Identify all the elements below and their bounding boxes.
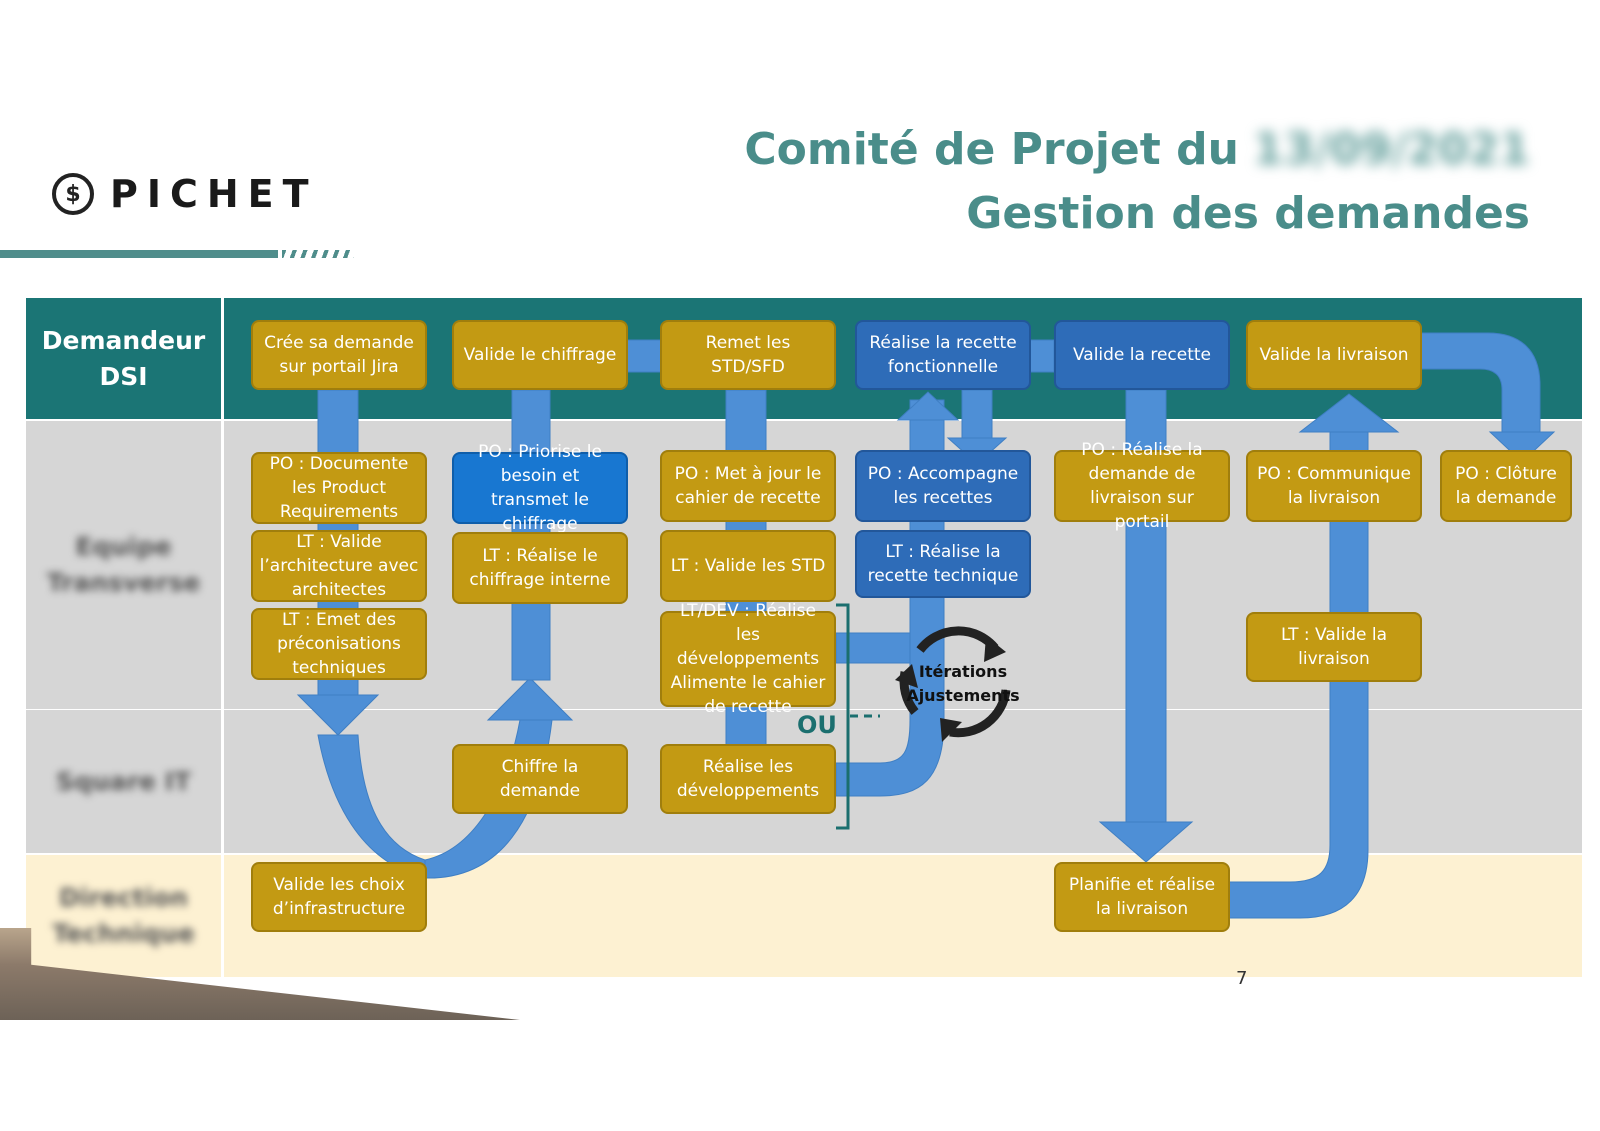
- box-cree-demande: Crée sa demande sur portail Jira: [251, 320, 427, 390]
- lane-label-demandeur: Demandeur DSI: [41, 325, 206, 391]
- box-realise-recette-fonctionnelle: Réalise la recette fonctionnelle: [855, 320, 1031, 390]
- box-valide-livraison: Valide la livraison: [1246, 320, 1422, 390]
- box-po-demande-livraison: PO : Réalise la demande de livraison sur…: [1054, 440, 1230, 532]
- box-po-cahier-recette: PO : Met à jour le cahier de recette: [660, 450, 836, 522]
- lane-label-square: Square IT: [56, 766, 191, 796]
- box-remet-std: Remet les STD/SFD: [660, 320, 836, 390]
- box-ltdev-developpements: LT/DEV : Réalise les développements Alim…: [660, 601, 836, 717]
- lane-separator: [221, 298, 224, 419]
- arrow-bend: [1227, 429, 1369, 919]
- box-realise-developpements: Réalise les développements: [660, 744, 836, 814]
- ou-label: OU: [797, 711, 837, 739]
- arrow-head-down: [296, 694, 380, 736]
- title-date-blurred: 13/09/2021: [1252, 124, 1530, 175]
- lane-label-direction: Direction Technique: [52, 883, 195, 948]
- ajustements-text: Ajustements: [906, 686, 1020, 705]
- logo-underline-dashes: [282, 250, 354, 258]
- lane-square-it: Square IT: [26, 710, 1582, 853]
- box-valide-choix-infra: Valide les choix d’infrastructure: [251, 862, 427, 932]
- arrow-bend: [1417, 332, 1541, 433]
- logo-text: PICHET: [110, 172, 318, 216]
- arrow-shaft: [961, 389, 993, 439]
- box-po-cloture: PO : Clôture la demande: [1440, 450, 1572, 522]
- picket-logo: $ PICHET: [52, 172, 318, 216]
- box-lt-valide-archi: LT : Valide l’architecture avec architec…: [251, 530, 427, 602]
- iterations-text: Itérations: [918, 662, 1008, 681]
- lane-separator: [221, 710, 224, 853]
- ou-bracket: [836, 603, 850, 830]
- title-line-1: Comité de Projet du: [744, 124, 1239, 175]
- box-po-accompagne: PO : Accompagne les recettes: [855, 450, 1031, 522]
- page-number: 7: [1236, 968, 1248, 989]
- box-lt-valide-std: LT : Valide les STD: [660, 530, 836, 602]
- arrow-head-down: [1098, 821, 1194, 863]
- box-valide-chiffrage: Valide le chiffrage: [452, 320, 628, 390]
- arrow-connector: [1029, 339, 1055, 373]
- box-po-priorise: PO : Priorise le besoin et transmet le c…: [452, 442, 628, 534]
- lane-separator: [221, 421, 224, 709]
- lane-label-equipe: Equipe Transverse: [46, 532, 201, 597]
- box-chiffre-demande: Chiffre la demande: [452, 744, 628, 814]
- arrow-head-up: [486, 677, 574, 721]
- box-lt-preconisations: LT : Emet des préconisations techniques: [251, 608, 427, 680]
- arrow-head-up: [896, 391, 960, 421]
- arrow-curve: [317, 734, 426, 879]
- logo-underline: [0, 250, 278, 258]
- lane-separator: [221, 855, 224, 977]
- box-po-communique: PO : Communique la livraison: [1246, 450, 1422, 522]
- iterations-label: Itérations Ajustements: [905, 660, 1021, 708]
- box-lt-recette-technique: LT : Réalise la recette technique: [855, 530, 1031, 598]
- arrow-head-up: [1298, 393, 1400, 433]
- box-lt-valide-livraison: LT : Valide la livraison: [1246, 612, 1422, 682]
- title-line-2: Gestion des demandes: [966, 188, 1530, 239]
- box-po-documente: PO : Documente les Product Requirements: [251, 452, 427, 524]
- arrow-connector: [625, 339, 663, 373]
- logo-icon: $: [52, 173, 94, 215]
- page-title: Comité de Projet du 13/09/2021 Gestion de…: [744, 118, 1530, 246]
- box-valide-recette: Valide la recette: [1054, 320, 1230, 390]
- box-planifie-livraison: Planifie et réalise la livraison: [1054, 862, 1230, 932]
- box-lt-chiffrage-interne: LT : Réalise le chiffrage interne: [452, 532, 628, 604]
- arrow-head-down: [1488, 431, 1556, 463]
